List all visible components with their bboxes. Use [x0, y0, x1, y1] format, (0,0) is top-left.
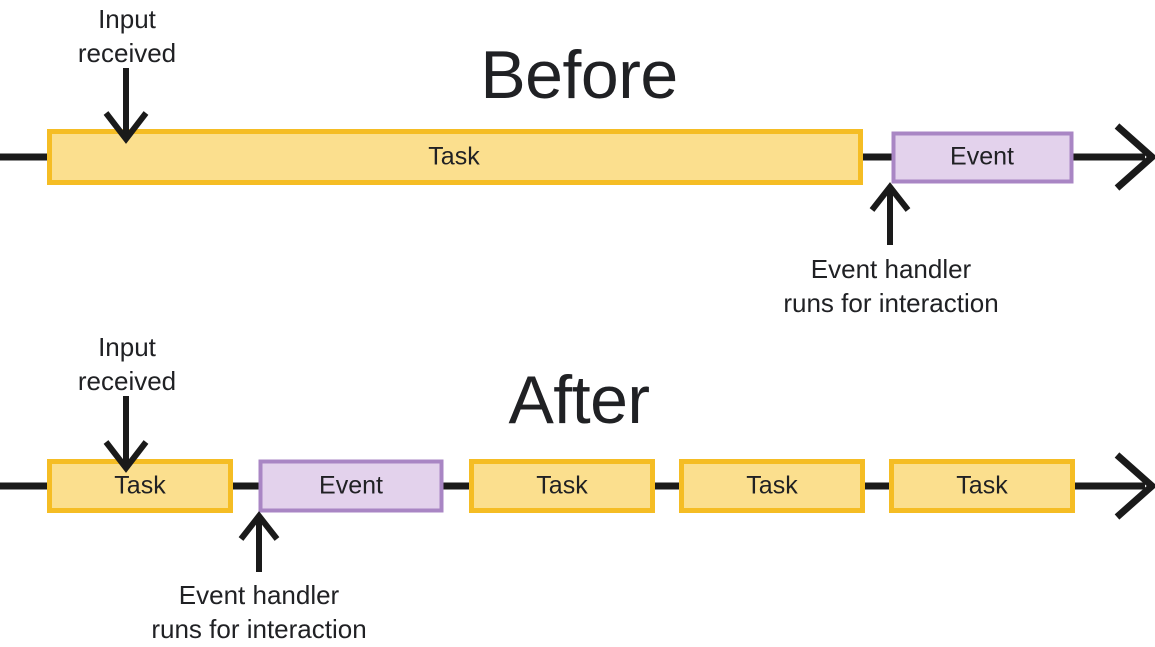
- after-task-block-1-hit[interactable]: [47, 459, 234, 513]
- before-task-block: [47, 129, 863, 185]
- after-event-handler-arrow: [238, 511, 280, 572]
- before-event-block: [891, 131, 1074, 184]
- after-task-block-3-hit[interactable]: [679, 459, 866, 513]
- before-input-received-label: Input received: [77, 4, 177, 69]
- before-timeline-arrowhead: [1114, 123, 1155, 191]
- after-event-block: [258, 459, 444, 513]
- after-task-block-1: [47, 459, 233, 513]
- after-event-handler-label: Event handler runs for interaction: [151, 580, 367, 645]
- after-task-block-4-hit[interactable]: [889, 459, 1076, 513]
- after-timeline-arrowhead: [1114, 452, 1155, 520]
- before-input-arrow: [103, 68, 149, 144]
- after-section-title: After: [508, 362, 650, 438]
- after-task-block-2: [469, 459, 655, 513]
- after-input-arrow: [103, 396, 149, 473]
- before-event-handler-label: Event handler runs for interaction: [783, 254, 999, 319]
- after-timeline-group: [0, 396, 1155, 572]
- after-event-block-hit[interactable]: [258, 459, 445, 513]
- after-input-received-label: Input received: [77, 332, 177, 397]
- before-timeline-group: [0, 68, 1155, 245]
- after-task-block-3: [679, 459, 865, 513]
- before-event-handler-arrow: [869, 182, 911, 245]
- before-section-title: Before: [480, 37, 678, 113]
- before-task-block-hit[interactable]: [47, 129, 863, 185]
- after-task-block-2-hit[interactable]: [469, 459, 656, 513]
- after-task-block-4: [889, 459, 1075, 513]
- before-event-block-hit[interactable]: [891, 131, 1074, 184]
